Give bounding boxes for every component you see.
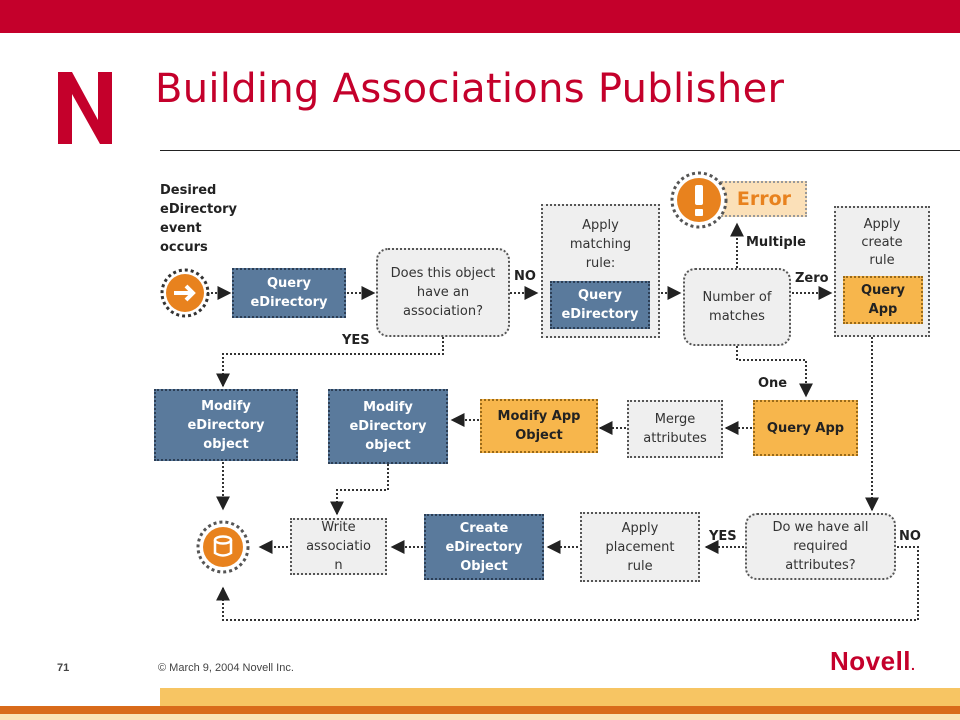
footer-bar-light [160, 688, 960, 706]
merge-attributes-box: Merge attributes [627, 400, 723, 458]
required-attributes-text: Do we have all required attributes? [772, 520, 869, 573]
query-edirectory-box: Query eDirectory [232, 268, 346, 318]
merge-attributes-text: Merge attributes [643, 412, 707, 446]
number-of-matches-box: Number of matches [683, 268, 791, 346]
start-label-line: Desired [160, 183, 217, 198]
query-app-create-box: Query App [843, 276, 923, 324]
modify-edirectory-object-box-1: Modify eDirectory object [154, 389, 298, 461]
page-number: 71 [57, 662, 70, 674]
novell-wordmark-text: Novell [830, 646, 912, 676]
novell-n-logo [58, 72, 112, 144]
start-label-line: occurs [160, 240, 208, 255]
error-text: Error [736, 187, 791, 210]
novell-wordmark: Novell. [830, 646, 915, 677]
modify-app-object-text: Modify App Object [497, 409, 581, 443]
apply-matching-rule-text: Apply matching rule: [569, 218, 632, 271]
edge-label-yes-placement: YES [709, 529, 737, 544]
query-edirectory-match-text: Query eDirectory [561, 288, 639, 322]
start-label-line: eDirectory [160, 202, 238, 217]
slide-title: Building Associations Publisher [155, 66, 785, 112]
novell-wordmark-dot: . [911, 657, 916, 673]
start-label-line: event [160, 221, 202, 236]
edge-label-one: One [758, 376, 788, 391]
edge-label-no-loop: NO [899, 529, 921, 544]
arrow-right-icon [160, 268, 210, 318]
footer-bar-pale [0, 714, 960, 720]
query-app-text: Query App [766, 420, 845, 436]
query-edirectory-text: Query eDirectory [250, 276, 328, 310]
write-association-box: Write associatio n [290, 518, 387, 575]
required-attributes-decision: Do we have all required attributes? [745, 513, 896, 580]
query-app-create-text: Query App [860, 283, 905, 317]
modify-app-object-box: Modify App Object [480, 399, 598, 453]
footer-bar-orange [0, 706, 960, 714]
query-edirectory-match-box: Query eDirectory [550, 281, 650, 329]
modify-edirectory-object-text-1: Modify eDirectory object [187, 398, 265, 452]
apply-placement-rule-text: Apply placement rule [605, 520, 675, 574]
number-of-matches-text: Number of matches [702, 290, 772, 324]
edge-label-yes: YES [342, 333, 370, 348]
top-red-bar [0, 0, 960, 33]
write-association-text: Write associatio n [306, 520, 371, 573]
edge-label-no: NO [514, 269, 536, 284]
copyright-text: © March 9, 2004 Novell Inc. [158, 662, 294, 674]
title-divider [160, 150, 960, 151]
create-edirectory-object-box: Create eDirectory Object [424, 514, 544, 580]
apply-placement-rule-box: Apply placement rule [580, 512, 700, 582]
modify-edirectory-object-box-2: Modify eDirectory object [328, 389, 448, 464]
edge-label-multiple: Multiple [746, 235, 806, 250]
query-app-box: Query App [753, 400, 858, 456]
association-decision-text: Does this object have an association? [390, 266, 496, 319]
database-icon [196, 520, 250, 574]
exclamation-icon [670, 171, 728, 229]
edge-label-zero: Zero [795, 271, 829, 286]
start-event-label: Desired eDirectory event occurs [160, 181, 237, 257]
association-decision: Does this object have an association? [376, 248, 510, 337]
apply-create-rule-text: Apply create rule [861, 217, 903, 268]
modify-edirectory-object-text-2: Modify eDirectory object [349, 400, 427, 453]
create-edirectory-object-text: Create eDirectory Object [445, 520, 523, 574]
